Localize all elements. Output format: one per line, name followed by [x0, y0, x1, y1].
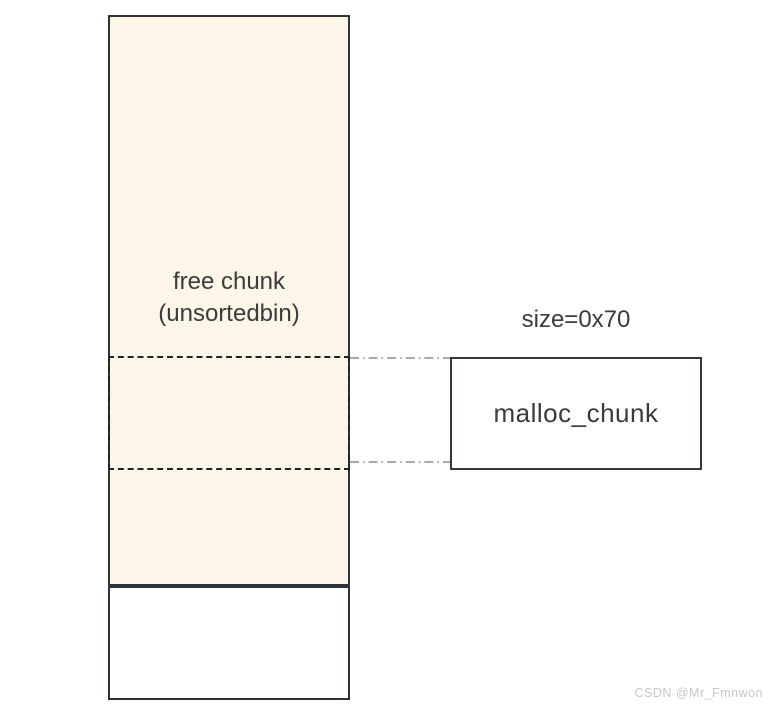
malloc-chunk-box: malloc_chunk: [450, 357, 702, 470]
malloc-chunk-label: malloc_chunk: [493, 398, 659, 428]
free-chunk-box: [108, 15, 350, 586]
free-chunk-label-line1: free chunk: [172, 268, 286, 295]
free-chunk-label: free chunk (unsortedbin): [108, 266, 350, 330]
remainder-box: [108, 586, 350, 700]
free-chunk-label-line2: (unsortedbin): [158, 300, 300, 327]
overlap-dashed-region: [108, 356, 350, 470]
size-label: size=0x70: [521, 306, 631, 333]
watermark: CSDN @Mr_Fmnwon: [634, 686, 763, 700]
